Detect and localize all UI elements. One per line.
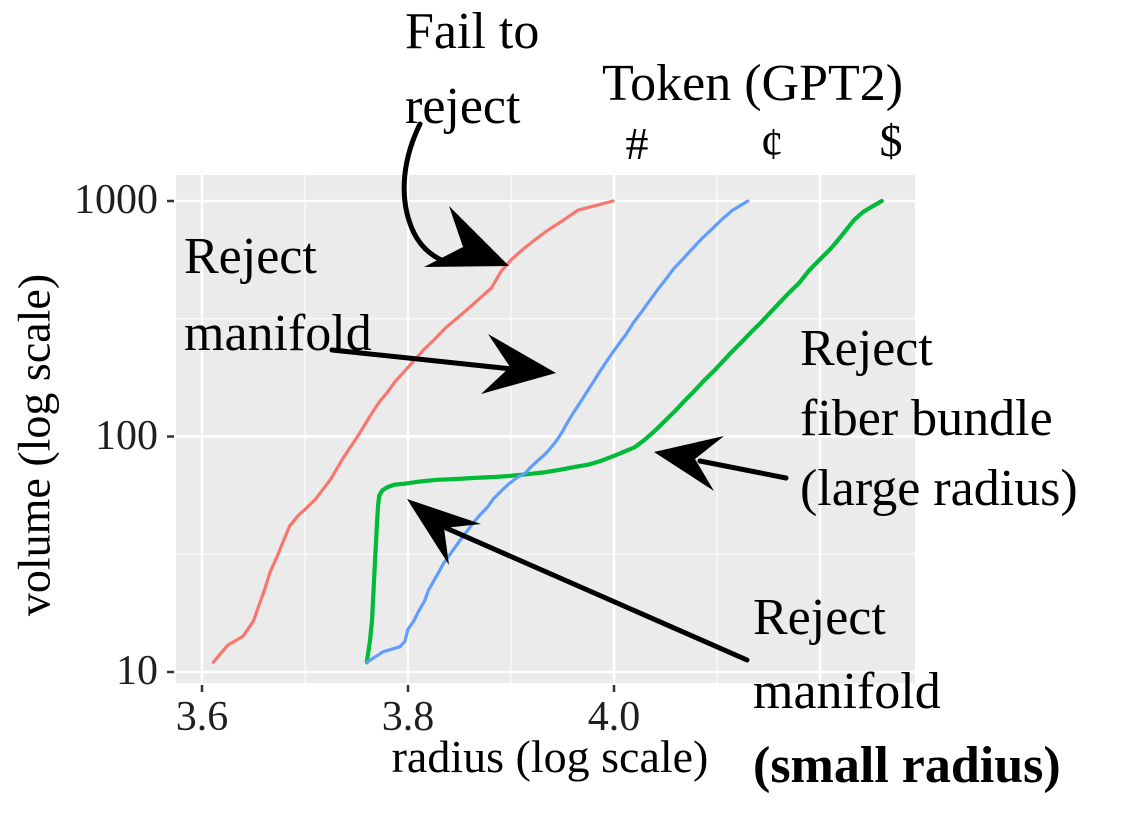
- reject-manifold-arrowhead: [481, 334, 556, 394]
- annotation-line: reject: [405, 78, 521, 135]
- y-tick-labels: 1000 100 10: [0, 0, 158, 821]
- annotation-fail-to-reject: Fail to reject: [405, 0, 539, 144]
- x-tick-3-8: 3.8: [381, 694, 435, 740]
- reject-manifold-arrow: [329, 334, 556, 394]
- annotation-line: Reject: [753, 589, 886, 646]
- fail-to-reject-arrowhead: [424, 206, 509, 267]
- legend-title: Token (GPT2): [602, 55, 904, 112]
- reject-fiber-bundle-arrow-tail: [697, 458, 789, 481]
- annotation-line: manifold: [753, 663, 941, 720]
- reject-fiber-bundle-arrow: [654, 436, 789, 491]
- y-tick-1000: 1000: [74, 177, 158, 223]
- plot-layer: [167, 175, 915, 692]
- reject-manifold-small-arrow-tail: [443, 525, 750, 663]
- annotation-line: manifold: [184, 305, 372, 362]
- annotation-line: (small radius): [753, 737, 1061, 794]
- cent-token-symbol: ¢: [760, 118, 784, 169]
- curve-series-0-hash-token: [211, 199, 615, 664]
- y-tick-100: 100: [95, 413, 158, 459]
- reject-manifold-small-arrowhead: [407, 499, 481, 565]
- x-tick-4-0: 4.0: [587, 694, 641, 740]
- hash-token-symbol: #: [625, 118, 649, 169]
- annotation-line: Reject: [184, 228, 317, 285]
- fail-to-reject-arrow-tail: [401, 121, 455, 267]
- x-tick-3-6: 3.6: [175, 694, 229, 740]
- annotation-reject-fiber-bundle: Reject fiber bundle (large radius): [800, 314, 1078, 524]
- dollar-token-symbol: $: [879, 115, 903, 166]
- y-tick-10: 10: [116, 648, 158, 694]
- reject-fiber-bundle-arrowhead: [654, 436, 724, 491]
- annotation-reject-manifold: Reject manifold: [184, 218, 372, 372]
- reject-manifold-small-arrow: [407, 499, 750, 663]
- x-axis-title: radius (log scale): [391, 731, 709, 782]
- plot-panel: [176, 175, 915, 683]
- curve-series-1-dollar-token: [364, 198, 884, 665]
- annotation-line: Fail to: [405, 3, 540, 60]
- annotation-reject-manifold-small: Reject manifold (small radius): [753, 581, 1061, 803]
- annotation-line: (large radius): [800, 460, 1078, 517]
- curve-series-2-cent-token: [365, 199, 750, 664]
- annotation-line: Reject: [800, 320, 933, 377]
- reject-manifold-arrow-tail: [329, 347, 515, 372]
- annotation-line: fiber bundle: [800, 390, 1053, 447]
- fail-to-reject-arrow: [401, 121, 509, 267]
